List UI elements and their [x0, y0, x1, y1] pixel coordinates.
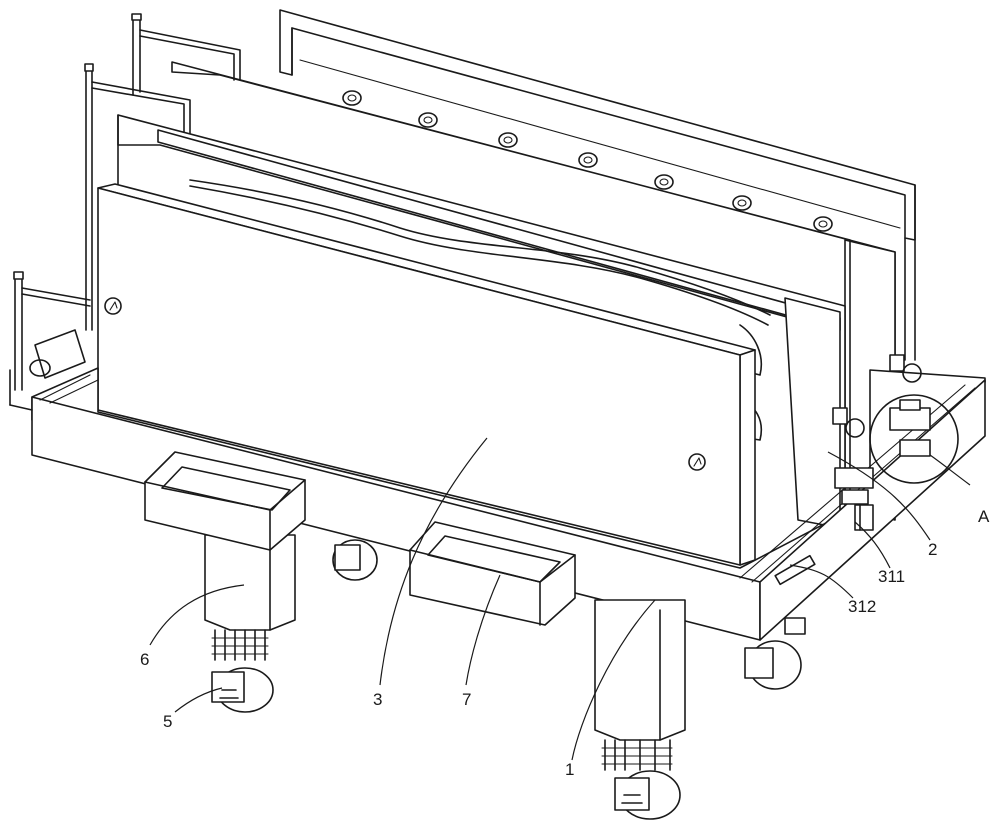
label-2: 2: [928, 540, 937, 559]
front-plate: [97, 183, 756, 566]
tray-left: [144, 451, 306, 551]
label-5: 5: [163, 712, 172, 731]
inner-plate: [117, 114, 846, 529]
label-312: 312: [848, 597, 876, 616]
label-A: A: [978, 507, 990, 526]
roller-row: [342, 90, 833, 232]
detail-circle-A: [869, 394, 959, 484]
handle-rods: [13, 13, 241, 391]
label-6: 6: [140, 650, 149, 669]
caster-rear-right: [744, 617, 806, 690]
tray-7: [409, 521, 576, 626]
rear-frame: [279, 9, 916, 361]
labels: A 2 311 312 1 7 3 6 5: [140, 507, 990, 779]
caster-right-front: [594, 599, 686, 820]
label-1: 1: [565, 760, 574, 779]
label-311: 311: [878, 567, 905, 586]
caster-rear-left: [332, 539, 378, 581]
leader-lines: [149, 437, 971, 761]
caster-left-front: [204, 534, 296, 713]
label-7: 7: [462, 690, 471, 709]
label-3: 3: [373, 690, 382, 709]
